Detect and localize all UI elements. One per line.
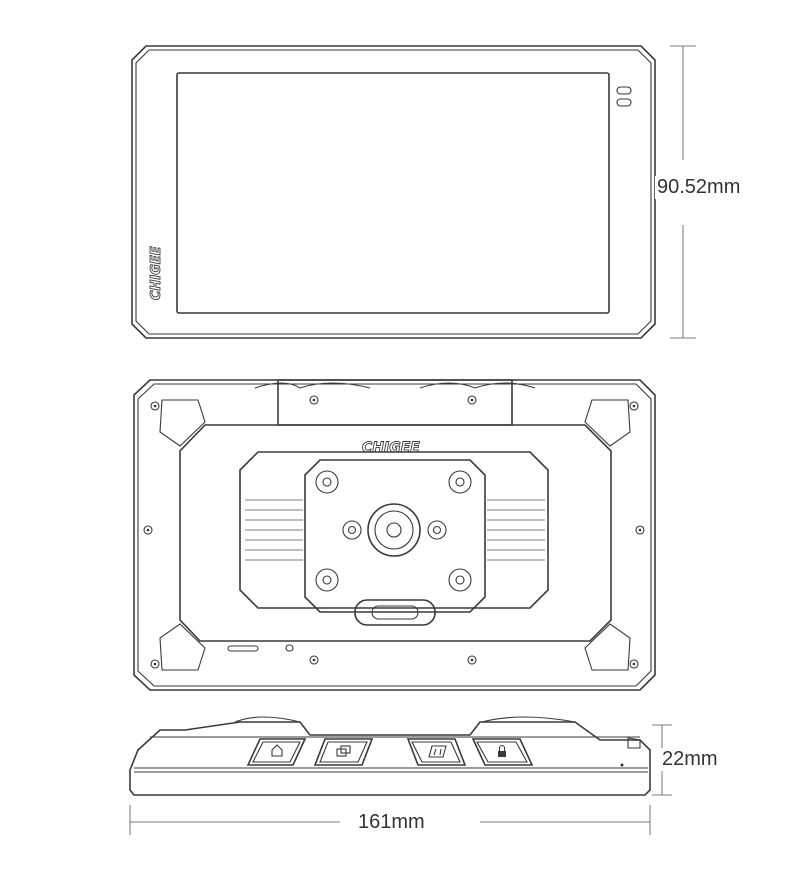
side-view <box>129 716 651 796</box>
width-label: 161mm <box>356 811 427 834</box>
lock-icon <box>498 744 506 757</box>
cooling-fins-left <box>245 499 303 561</box>
back-logo: CHIGEE <box>362 440 420 456</box>
screen <box>176 72 610 314</box>
back-screws <box>143 395 645 669</box>
home-button[interactable] <box>246 738 307 766</box>
height-label: 90.52mm <box>655 176 743 199</box>
windows-icon <box>336 745 351 757</box>
mount-screws <box>315 470 472 592</box>
mic-hole <box>285 644 294 652</box>
ball-mount <box>367 503 421 557</box>
home-icon <box>271 744 283 757</box>
front-logo: CHIGEE <box>149 246 164 300</box>
lock-button[interactable] <box>471 738 534 766</box>
cooling-fins-right <box>487 499 545 561</box>
app-button[interactable] <box>406 738 467 766</box>
sensor-bottom <box>616 98 632 107</box>
front-view: CHIGEE <box>131 45 656 339</box>
depth-label: 22mm <box>660 748 720 771</box>
width-dimension-line <box>129 805 651 835</box>
height-dimension-line <box>670 45 696 339</box>
windows-button[interactable] <box>313 738 374 766</box>
back-view: CHIGEE <box>133 379 656 691</box>
sensor-top <box>616 86 632 95</box>
app-icon <box>428 745 447 758</box>
vent-slot <box>227 645 259 652</box>
